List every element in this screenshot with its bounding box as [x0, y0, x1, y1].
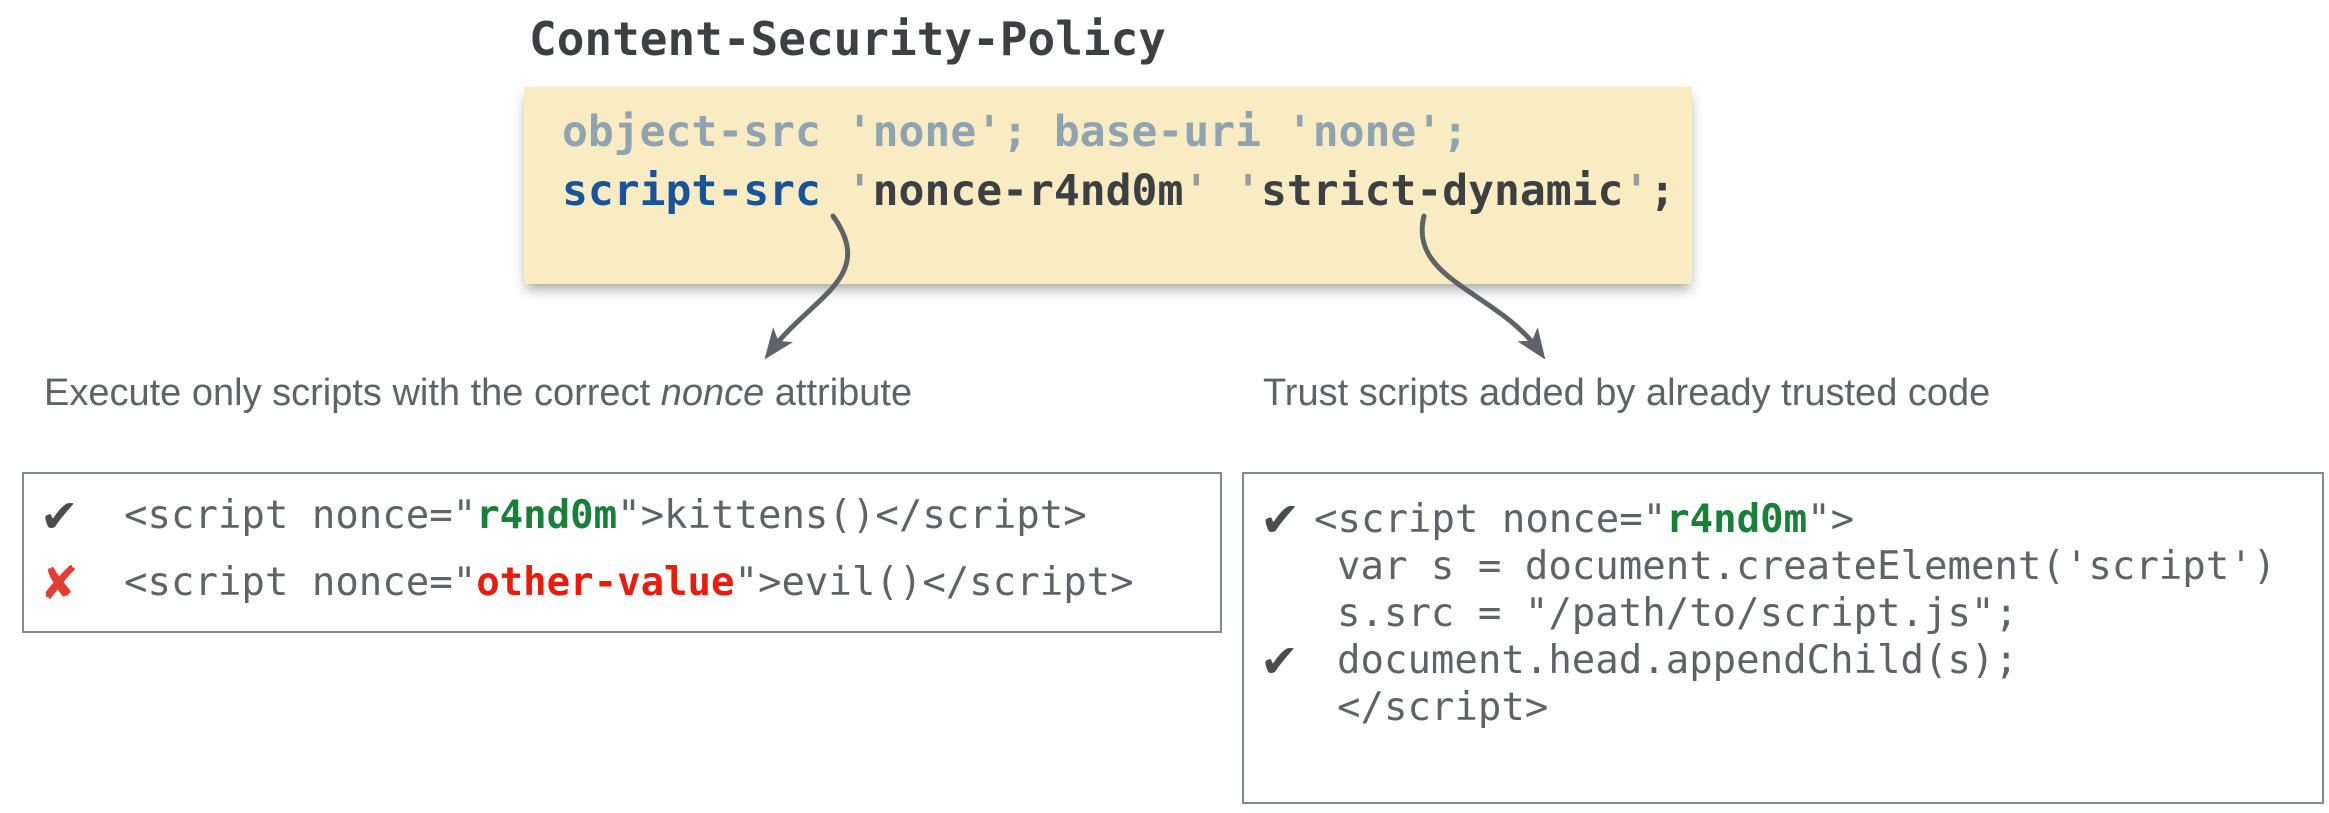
code-pre: <script nonce="	[124, 493, 477, 538]
code-pre: <script nonce="	[124, 560, 477, 605]
annotation-nonce: Execute only scripts with the correct no…	[44, 372, 912, 415]
code-line: s.src = "/path/to/script.js";	[1337, 591, 2018, 636]
code-line: </script>	[1337, 685, 1549, 730]
code-line: document.head.appendChild(s);	[1337, 638, 2018, 683]
check-icon: ✔	[1260, 633, 1299, 688]
strict-dynamic-value: strict-dynamic	[1261, 166, 1624, 216]
annotation-strict-dynamic-text: Trust scripts added by already trusted c…	[1263, 372, 1991, 414]
page-title: Content-Security-Policy	[529, 12, 1166, 66]
code-row-script-close: </script>	[1244, 684, 2322, 731]
check-icon: ✔	[40, 488, 79, 543]
nonce-value-good: r4nd0m	[1666, 497, 1808, 542]
code-row-append-child: ✔ document.head.appendChild(s);	[1244, 637, 2322, 684]
quotes: ' '	[1183, 166, 1262, 216]
policy-line-script-src: script-src 'nonce-r4nd0m' 'strict-dynami…	[562, 162, 1692, 221]
semicolon: ;	[1649, 166, 1676, 216]
code-pre: <script nonce="	[1314, 497, 1667, 542]
nonce-value-good: r4nd0m	[476, 493, 618, 538]
strict-dynamic-example-box: ✔ <script nonce="r4nd0m"> var s = docume…	[1242, 472, 2324, 804]
check-icon: ✔	[1260, 491, 1301, 548]
code-line: <script nonce="other-value">evil()</scri…	[124, 560, 1134, 605]
nonce-value-bad: other-value	[476, 560, 735, 605]
code-post: ">kittens()</script>	[617, 493, 1087, 538]
nonce-example-box: ✔ <script nonce="r4nd0m">kittens()</scri…	[22, 472, 1222, 633]
annotation-strict-dynamic: Trust scripts added by already trusted c…	[1263, 372, 1990, 415]
code-row-create-element: var s = document.createElement('script')	[1244, 543, 2322, 590]
code-line: <script nonce="r4nd0m">kittens()</script…	[124, 493, 1087, 538]
code-post: ">evil()</script>	[734, 560, 1134, 605]
annotation-nonce-post: attribute	[764, 372, 913, 414]
code-row-allowed: ✔ <script nonce="r4nd0m">kittens()</scri…	[24, 482, 1220, 549]
nonce-source-value: nonce-r4nd0m	[872, 166, 1184, 216]
annotation-nonce-pre: Execute only scripts with the correct	[44, 372, 661, 414]
code-line: <script nonce="r4nd0m">	[1314, 497, 1854, 542]
policy-line-other-directives: object-src 'none'; base-uri 'none';	[562, 103, 1692, 162]
code-post: ">	[1807, 497, 1855, 542]
quote: '	[1623, 166, 1650, 216]
quote: '	[846, 166, 873, 216]
space	[821, 166, 847, 216]
annotation-nonce-em: nonce	[660, 372, 765, 414]
code-line: var s = document.createElement('script')	[1337, 544, 2277, 589]
policy-muted-directives: object-src 'none'; base-uri 'none';	[562, 107, 1469, 157]
code-row-set-src: s.src = "/path/to/script.js";	[1244, 590, 2322, 637]
script-src-directive: script-src	[562, 166, 821, 216]
cross-icon: ✘	[40, 555, 79, 610]
code-row-blocked: ✘ <script nonce="other-value">evil()</sc…	[24, 549, 1220, 616]
policy-code-box: object-src 'none'; base-uri 'none'; scri…	[524, 87, 1692, 284]
code-row-script-open: ✔ <script nonce="r4nd0m">	[1244, 491, 2322, 548]
